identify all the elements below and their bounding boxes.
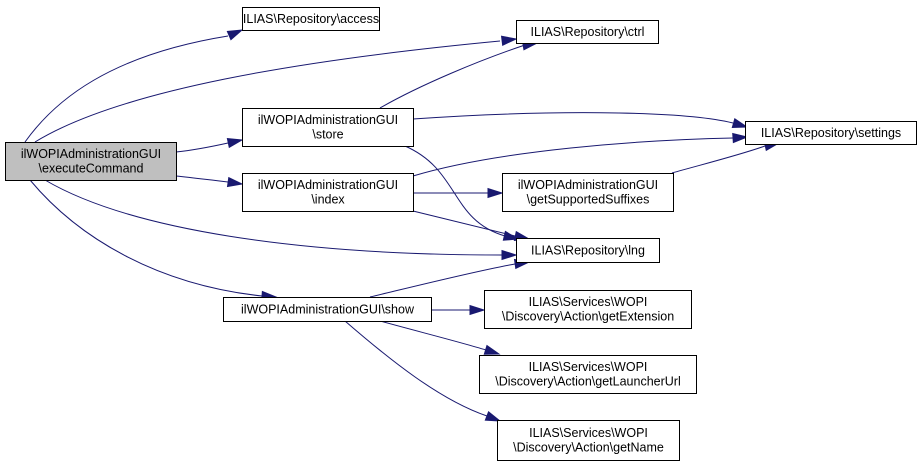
node-box[interactable] xyxy=(502,173,674,212)
node-executeCommand[interactable]: ilWOPIAdministrationGUI\executeCommand xyxy=(5,142,177,181)
node-label: ilWOPIAdministrationGUI xyxy=(21,147,161,161)
node-show[interactable]: ilWOPIAdministrationGUI\show xyxy=(223,297,432,322)
node-label: \Discovery\Action\getLauncherUrl xyxy=(495,375,681,389)
edge-line xyxy=(175,142,229,153)
node-label: \getSupportedSuffixes xyxy=(527,193,650,207)
edge-index-to-settings xyxy=(412,132,749,177)
arrowhead-icon xyxy=(500,35,518,46)
node-label: ILIAS\Services\WOPI xyxy=(529,295,648,309)
edge-line xyxy=(44,179,503,256)
node-label: ILIAS\Repository\lng xyxy=(531,243,645,257)
edge-line xyxy=(175,175,229,183)
node-label: \index xyxy=(311,193,345,207)
node-settings[interactable]: ILIAS\Repository\settings xyxy=(745,121,917,145)
arrowhead-icon xyxy=(226,176,244,188)
node-label: ILIAS\Services\WOPI xyxy=(529,360,648,374)
arrowhead-icon xyxy=(226,29,244,41)
node-label: ILIAS\Repository\ctrl xyxy=(531,25,645,39)
edge-executeCommand-to-show xyxy=(29,179,278,302)
edge-line xyxy=(671,145,766,174)
node-label: \store xyxy=(312,128,343,142)
node-box[interactable] xyxy=(516,238,660,263)
node-box[interactable] xyxy=(242,173,414,212)
node-label: \executeCommand xyxy=(39,162,144,176)
node-index[interactable]: ilWOPIAdministrationGUI\index xyxy=(242,173,414,212)
arrowhead-icon xyxy=(226,137,244,149)
node-getName[interactable]: ILIAS\Services\WOPI\Discovery\Action\get… xyxy=(497,420,680,461)
node-box[interactable] xyxy=(479,355,697,394)
arrowhead-icon xyxy=(487,187,504,199)
node-label: \Discovery\Action\getExtension xyxy=(502,310,674,324)
edge-show-to-getLauncherUrl xyxy=(379,320,501,355)
edge-executeCommand-to-ctrl xyxy=(34,35,518,143)
node-box[interactable] xyxy=(242,7,380,31)
edge-executeCommand-to-index xyxy=(175,175,244,188)
node-getSupportedSuffixes[interactable]: ilWOPIAdministrationGUI\getSupportedSuff… xyxy=(502,173,674,212)
edge-line xyxy=(29,179,263,297)
node-ctrl[interactable]: ILIAS\Repository\ctrl xyxy=(516,20,659,44)
node-label: ilWOPIAdministrationGUI xyxy=(518,178,658,192)
edge-line xyxy=(344,320,488,417)
edge-line xyxy=(24,35,229,143)
edge-show-to-getExtension xyxy=(431,304,486,316)
node-box[interactable] xyxy=(5,142,177,181)
edge-executeCommand-to-lng xyxy=(44,179,518,261)
node-label: ilWOPIAdministrationGUI xyxy=(258,113,398,127)
node-label: ILIAS\Services\WOPI xyxy=(529,426,648,440)
edge-line xyxy=(34,40,501,143)
arrowhead-icon xyxy=(731,118,749,129)
arrowhead-icon xyxy=(501,249,518,261)
edge-executeCommand-to-store xyxy=(175,137,244,153)
nodes-layer: ilWOPIAdministrationGUI\executeCommandIL… xyxy=(5,7,917,461)
edge-line xyxy=(412,112,734,124)
node-box[interactable] xyxy=(497,420,680,461)
edge-line xyxy=(369,263,516,298)
edges-layer xyxy=(24,29,781,422)
edge-show-to-getName xyxy=(344,320,502,422)
edge-line xyxy=(412,210,516,237)
edge-index-to-getSupportedSuffixes xyxy=(413,187,504,199)
node-getExtension[interactable]: ILIAS\Services\WOPI\Discovery\Action\get… xyxy=(484,290,692,329)
arrowhead-icon xyxy=(484,410,502,422)
node-label: ilWOPIAdministrationGUI xyxy=(258,178,398,192)
edge-getSupportedSuffixes-to-settings xyxy=(671,140,781,174)
edge-line xyxy=(379,44,526,109)
edge-line xyxy=(412,137,734,177)
arrowhead-icon xyxy=(732,132,749,144)
node-box[interactable] xyxy=(745,121,917,145)
node-label: ILIAS\Repository\settings xyxy=(761,126,901,140)
node-box[interactable] xyxy=(516,20,659,44)
node-getLauncherUrl[interactable]: ILIAS\Services\WOPI\Discovery\Action\get… xyxy=(479,355,697,394)
node-label: ILIAS\Repository\access xyxy=(243,12,379,26)
node-lng[interactable]: ILIAS\Repository\lng xyxy=(516,238,660,263)
arrowhead-icon xyxy=(483,344,501,355)
node-store[interactable]: ilWOPIAdministrationGUI\store xyxy=(242,108,414,147)
edge-executeCommand-to-access xyxy=(24,29,244,143)
node-box[interactable] xyxy=(223,297,432,322)
node-label: \Discovery\Action\getName xyxy=(513,441,664,455)
edge-line xyxy=(379,320,487,351)
node-access[interactable]: ILIAS\Repository\access xyxy=(242,7,380,31)
arrowhead-icon xyxy=(469,304,486,316)
node-box[interactable] xyxy=(242,108,414,147)
node-label: ilWOPIAdministrationGUI\show xyxy=(241,302,415,316)
edge-store-to-settings xyxy=(412,112,749,129)
node-box[interactable] xyxy=(484,290,692,329)
